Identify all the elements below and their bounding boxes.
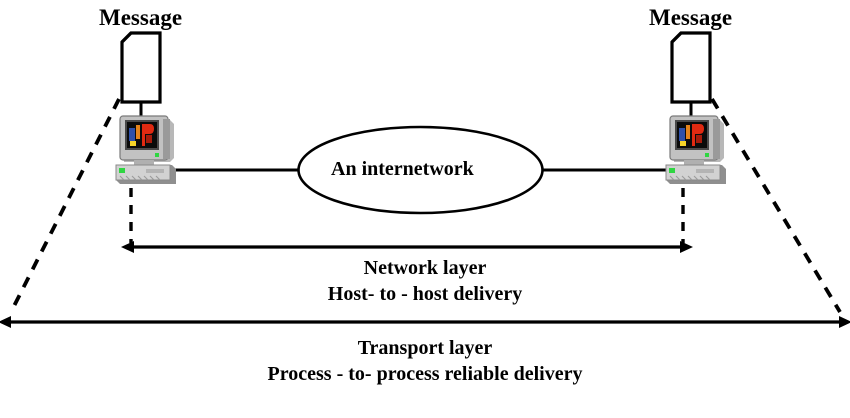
message-label-right: Message [649, 5, 733, 30]
message-document-right [670, 31, 712, 118]
network-layer-caption-line1: Network layer [363, 257, 487, 279]
computer-icon-left [115, 115, 176, 184]
dashed-diagonal-right [710, 98, 842, 313]
transport-layer-caption-line1: Transport layer [357, 337, 493, 359]
dashed-diagonal-left [9, 98, 121, 313]
message-document-left [120, 31, 162, 118]
message-label-left: Message [99, 5, 183, 30]
internetwork-label: An internetwork [331, 158, 474, 180]
transport-layer-caption-line2: Process - to- process reliable delivery [267, 363, 583, 385]
network-layer-caption-line2: Host- to - host delivery [327, 283, 523, 305]
computer-icon-right [665, 115, 726, 184]
